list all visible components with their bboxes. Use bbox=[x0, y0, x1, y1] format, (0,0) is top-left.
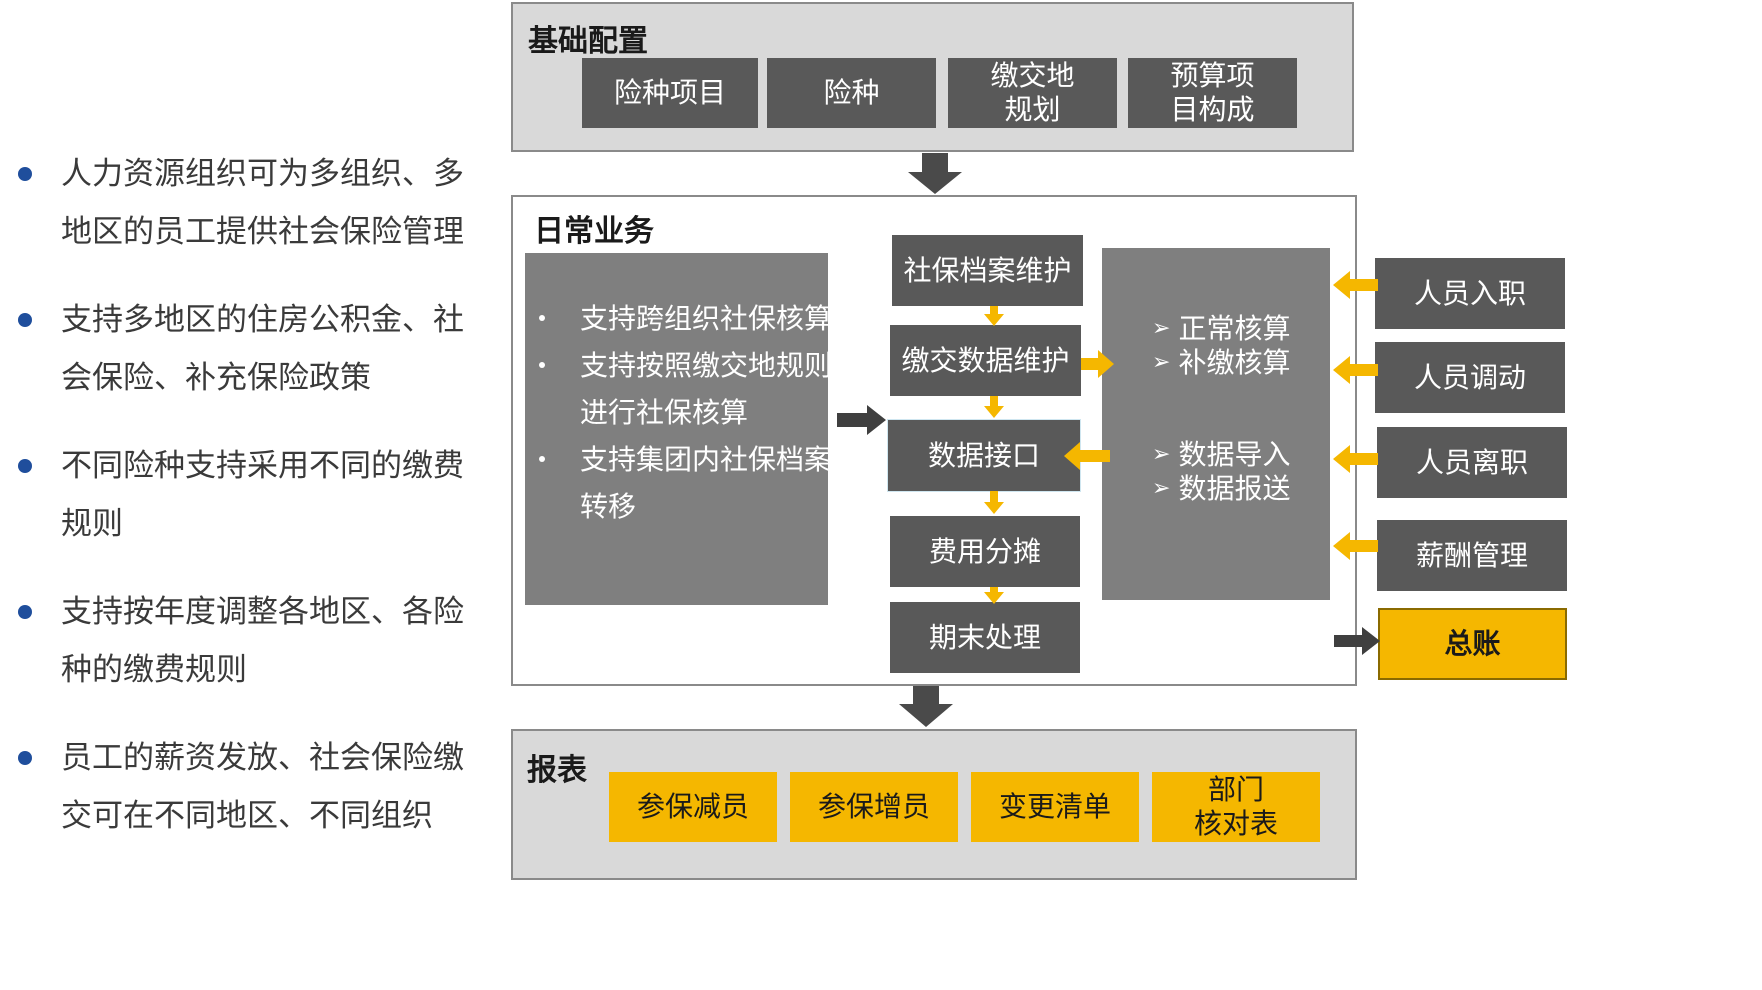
capability-item-continued: 转移 bbox=[580, 490, 637, 523]
bullet-dot-icon bbox=[18, 167, 32, 181]
bullet-dot-icon bbox=[18, 313, 32, 327]
reports-title: 报表 bbox=[527, 753, 587, 788]
bullet-dot-icon bbox=[539, 456, 545, 462]
report-change-list: 变更清单 bbox=[971, 772, 1139, 842]
feature-text: 支持按年度调整各地区、各险种的缴费规则 bbox=[61, 594, 464, 688]
external-payroll: 薪酬管理 bbox=[1377, 520, 1567, 591]
capability-item: 支持跨组织社保核算 bbox=[525, 295, 832, 342]
capability-item: 支持按照缴交地规则 bbox=[525, 342, 832, 389]
basic-config-title: 基础配置 bbox=[528, 24, 648, 59]
data-ops-list: ➢数据导入 ➢数据报送 bbox=[1152, 438, 1290, 506]
processing-box: ➢正常核算 ➢补缴核算 ➢数据导入 ➢数据报送 bbox=[1102, 248, 1330, 600]
bullet-dot-icon bbox=[539, 362, 545, 368]
flow-step-payment-data-maintenance: 缴交数据维护 bbox=[890, 325, 1081, 396]
chevron-right-icon: ➢ bbox=[1152, 316, 1171, 341]
accounting-list: ➢正常核算 ➢补缴核算 bbox=[1152, 312, 1290, 380]
external-general-ledger: 总账 bbox=[1378, 608, 1567, 680]
config-item-insurance-project: 险种项目 bbox=[582, 58, 758, 128]
bullet-dot-icon bbox=[18, 459, 32, 473]
feature-item: 支持按年度调整各地区、各险种的缴费规则 bbox=[15, 583, 485, 699]
config-item-payment-region: 缴交地 规划 bbox=[948, 58, 1117, 128]
chevron-right-icon: ➢ bbox=[1152, 350, 1171, 375]
data-ops-item: ➢数据报送 bbox=[1152, 472, 1291, 505]
feature-text: 员工的薪资发放、社会保险缴交可在不同地区、不同组织 bbox=[61, 740, 464, 834]
report-department-reconciliation: 部门 核对表 bbox=[1152, 772, 1320, 842]
flow-step-period-end: 期末处理 bbox=[890, 602, 1080, 673]
data-ops-item: ➢数据导入 bbox=[1152, 438, 1291, 471]
chevron-right-icon: ➢ bbox=[1152, 476, 1171, 501]
capability-item: 支持集团内社保档案 bbox=[525, 436, 832, 483]
feature-item: 员工的薪资发放、社会保险缴交可在不同地区、不同组织 bbox=[15, 729, 485, 845]
feature-text: 人力资源组织可为多组织、多地区的员工提供社会保险管理 bbox=[61, 156, 464, 250]
chevron-right-icon: ➢ bbox=[1152, 442, 1171, 467]
external-transfer: 人员调动 bbox=[1375, 342, 1565, 413]
capability-item-continued: 进行社保核算 bbox=[580, 396, 749, 429]
report-insured-reduction: 参保减员 bbox=[609, 772, 777, 842]
down-arrow-icon bbox=[908, 153, 962, 194]
bullet-dot-icon bbox=[539, 315, 545, 321]
daily-business-title: 日常业务 bbox=[534, 214, 654, 249]
external-resignation: 人员离职 bbox=[1377, 427, 1567, 498]
config-item-insurance-type: 险种 bbox=[767, 58, 936, 128]
capability-box: 支持跨组织社保核算 支持按照缴交地规则 进行社保核算 支持集团内社保档案 转移 bbox=[525, 253, 832, 605]
feature-item: 支持多地区的住房公积金、社会保险、补充保险政策 bbox=[15, 291, 485, 407]
down-arrow-icon bbox=[899, 686, 953, 727]
bullet-dot-icon bbox=[18, 605, 32, 619]
feature-item: 不同险种支持采用不同的缴费规则 bbox=[15, 437, 485, 553]
capability-list: 支持跨组织社保核算 支持按照缴交地规则 进行社保核算 支持集团内社保档案 转移 bbox=[525, 295, 832, 530]
flow-step-cost-allocation: 费用分摊 bbox=[890, 516, 1080, 587]
report-insured-addition: 参保增员 bbox=[790, 772, 958, 842]
feature-text: 支持多地区的住房公积金、社会保险、补充保险政策 bbox=[61, 302, 464, 396]
flow-step-archive-maintenance: 社保档案维护 bbox=[892, 235, 1083, 306]
feature-list: 人力资源组织可为多组织、多地区的员工提供社会保险管理 支持多地区的住房公积金、社… bbox=[15, 145, 485, 875]
external-onboarding: 人员入职 bbox=[1375, 258, 1565, 329]
feature-text: 不同险种支持采用不同的缴费规则 bbox=[61, 448, 464, 542]
flow-step-data-interface: 数据接口 bbox=[888, 420, 1080, 491]
bullet-dot-icon bbox=[18, 751, 32, 765]
accounting-item: ➢正常核算 bbox=[1152, 312, 1291, 345]
accounting-item: ➢补缴核算 bbox=[1152, 346, 1291, 379]
config-item-budget-composition: 预算项 目构成 bbox=[1128, 58, 1297, 128]
feature-item: 人力资源组织可为多组织、多地区的员工提供社会保险管理 bbox=[15, 145, 485, 261]
